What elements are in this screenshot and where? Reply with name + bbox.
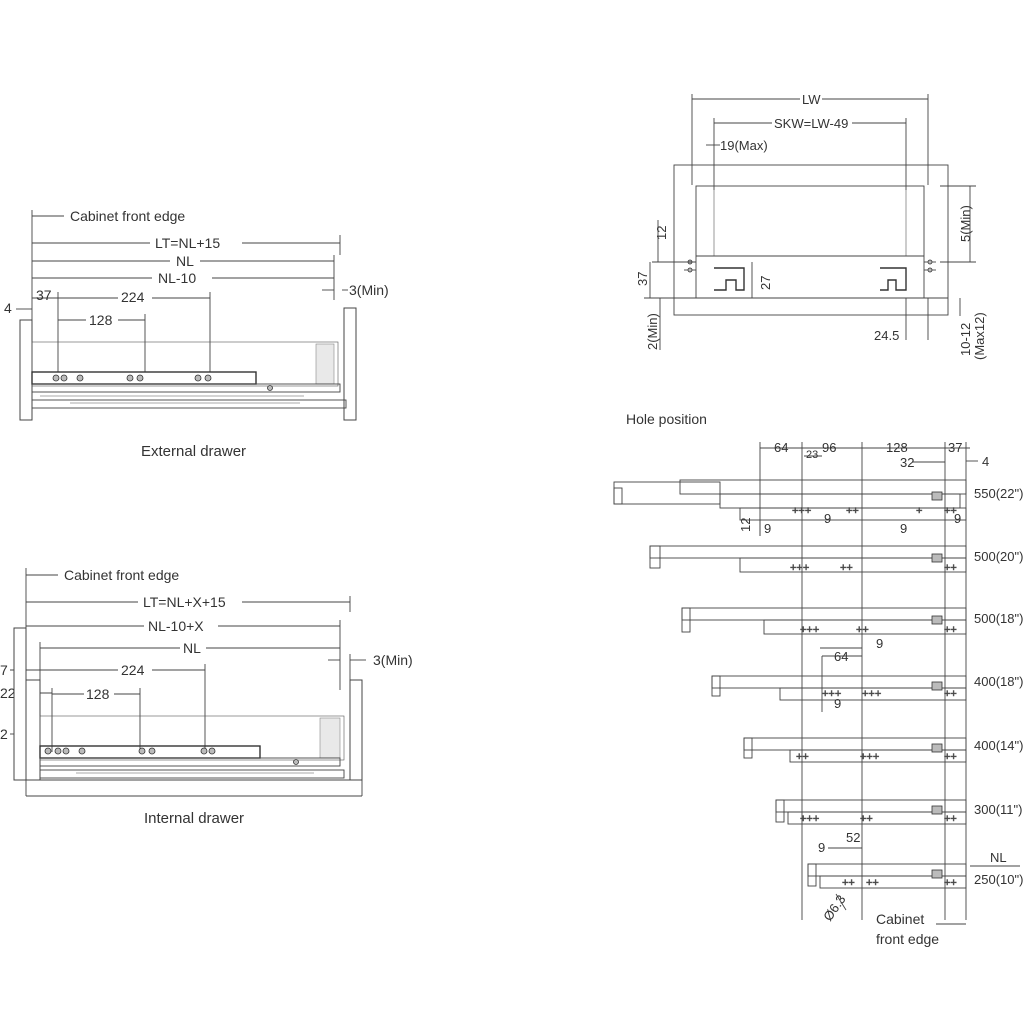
dim-12-vertical: 12	[654, 226, 669, 240]
runner-400-18: 400(18")	[711, 674, 1023, 701]
svg-text:+++: +++	[792, 505, 811, 517]
int-nl-label: NL	[183, 640, 201, 656]
skw-label: SKW=LW-49	[774, 116, 848, 131]
hole-markers: +++ ++ + ++ +++ ++ ++ +++ ++ ++ +++ +++ …	[790, 505, 957, 890]
svg-text:++: ++	[944, 688, 957, 700]
size-250-10: 250(10")	[974, 872, 1023, 887]
ext-dim-37: 37	[36, 287, 52, 303]
hole-dim-9f: 9	[834, 696, 841, 711]
int-cabinet-front-edge-label: Cabinet front edge	[64, 567, 179, 583]
hole-dim-23: 23	[806, 449, 818, 461]
hole-top-64: 64	[774, 440, 788, 455]
runner-500-20: 500(20")	[649, 545, 1023, 573]
hole-cabinet-label: Cabinet	[876, 911, 924, 927]
hole-dim-32: 32	[900, 455, 914, 470]
int-dim-22: 22	[0, 685, 16, 701]
int-dim-7: 7	[0, 662, 8, 678]
svg-text:++: ++	[944, 877, 957, 889]
ext-nl-label: NL	[176, 253, 194, 269]
runner-400-14: 400(14")	[743, 737, 1023, 763]
svg-text:++: ++	[866, 877, 879, 889]
svg-text:+++: +++	[860, 751, 879, 763]
svg-text:++: ++	[842, 877, 855, 889]
int-dim-2: 2	[0, 726, 8, 742]
svg-text:+: +	[916, 505, 922, 517]
ext-lt-label: LT=NL+15	[155, 235, 220, 251]
ext-dim-224: 224	[121, 289, 145, 305]
hole-dim-9g: 9	[818, 840, 825, 855]
external-drawer-caption: External drawer	[141, 443, 246, 460]
size-400-18: 400(18")	[974, 674, 1023, 689]
size-300-11: 300(11")	[974, 802, 1022, 817]
svg-text:++: ++	[856, 624, 869, 636]
runner-500-18: 500(18")	[681, 607, 1023, 635]
hole-top-96: 96	[822, 440, 836, 455]
svg-text:++: ++	[840, 562, 853, 574]
ext-dim-128: 128	[89, 312, 113, 328]
hole-position-title: Hole position	[626, 411, 707, 427]
lw-label: LW	[802, 92, 821, 107]
hole-dim-12: 12	[738, 518, 753, 532]
hole-dim-9a: 9	[764, 521, 771, 536]
internal-drawer-view: Cabinet front edge LT=NL+X+15 NL-10+X NL…	[0, 567, 413, 827]
max19-label: 19(Max)	[720, 138, 768, 153]
int-min3-label: 3(Min)	[373, 652, 413, 668]
hole-dim-9b: 9	[824, 511, 831, 526]
max12-label: (Max12)	[972, 312, 987, 360]
svg-text:+++: +++	[862, 688, 881, 700]
hole-top-37: 37	[948, 440, 962, 455]
svg-text:++: ++	[944, 562, 957, 574]
runner-300-11: 300(11")	[775, 799, 1022, 825]
internal-drawer-caption: Internal drawer	[144, 810, 244, 827]
ext-cabinet-front-edge-label: Cabinet front edge	[70, 208, 185, 224]
hole-dim-9d: 9	[954, 511, 961, 526]
hole-dim-9e: 9	[876, 636, 883, 651]
hole-dim-52: 52	[846, 830, 860, 845]
svg-text:+++: +++	[790, 562, 809, 574]
svg-text:+++: +++	[800, 624, 819, 636]
hole-nl-label: NL	[990, 850, 1007, 865]
hole-dim-4: 4	[982, 454, 989, 469]
size-500-20: 500(20")	[974, 549, 1023, 564]
svg-text:+++: +++	[800, 813, 819, 825]
svg-text:++: ++	[796, 751, 809, 763]
hole-position-view: Hole position 64 96 128 37 32 4 23 550(2…	[613, 411, 1023, 947]
size-500-18: 500(18")	[974, 611, 1023, 626]
ext-nl10-label: NL-10	[158, 270, 196, 286]
runner-250-10: 250(10")	[807, 863, 1023, 889]
dim-37-vertical: 37	[635, 272, 650, 286]
int-nl10x-label: NL-10+X	[148, 618, 204, 634]
int-dim-224: 224	[121, 662, 145, 678]
min5-label: 5(Min)	[958, 205, 973, 242]
ext-dim-4: 4	[4, 300, 12, 316]
size-550-22: 550(22")	[974, 486, 1023, 501]
int-dim-128: 128	[86, 686, 110, 702]
hole-front-edge-label: front edge	[876, 931, 939, 947]
min2-label: 2(Min)	[645, 313, 660, 350]
section-view: LW SKW=LW-49 19(Max) 12	[635, 92, 987, 360]
runner-550-22: 550(22")	[613, 479, 1023, 521]
size-400-14: 400(14")	[974, 738, 1023, 753]
hole-dim-64-lower: 64	[834, 649, 848, 664]
dim-27-vertical: 27	[758, 276, 773, 290]
svg-text:++: ++	[944, 505, 957, 517]
hole-top-128: 128	[886, 440, 908, 455]
dim-24-5: 24.5	[874, 328, 899, 343]
svg-text:++: ++	[860, 813, 873, 825]
dim-10-12: 10-12	[958, 323, 973, 356]
svg-text:++: ++	[944, 813, 957, 825]
external-drawer-view: Cabinet front edge LT=NL+15 NL NL-10 37 …	[4, 208, 389, 460]
svg-text:++: ++	[846, 505, 859, 517]
ext-min3-label: 3(Min)	[349, 282, 389, 298]
int-lt-label: LT=NL+X+15	[143, 594, 226, 610]
svg-text:++: ++	[944, 751, 957, 763]
svg-text:++: ++	[944, 624, 957, 636]
svg-text:+++: +++	[822, 688, 841, 700]
hole-dim-9c: 9	[900, 521, 907, 536]
